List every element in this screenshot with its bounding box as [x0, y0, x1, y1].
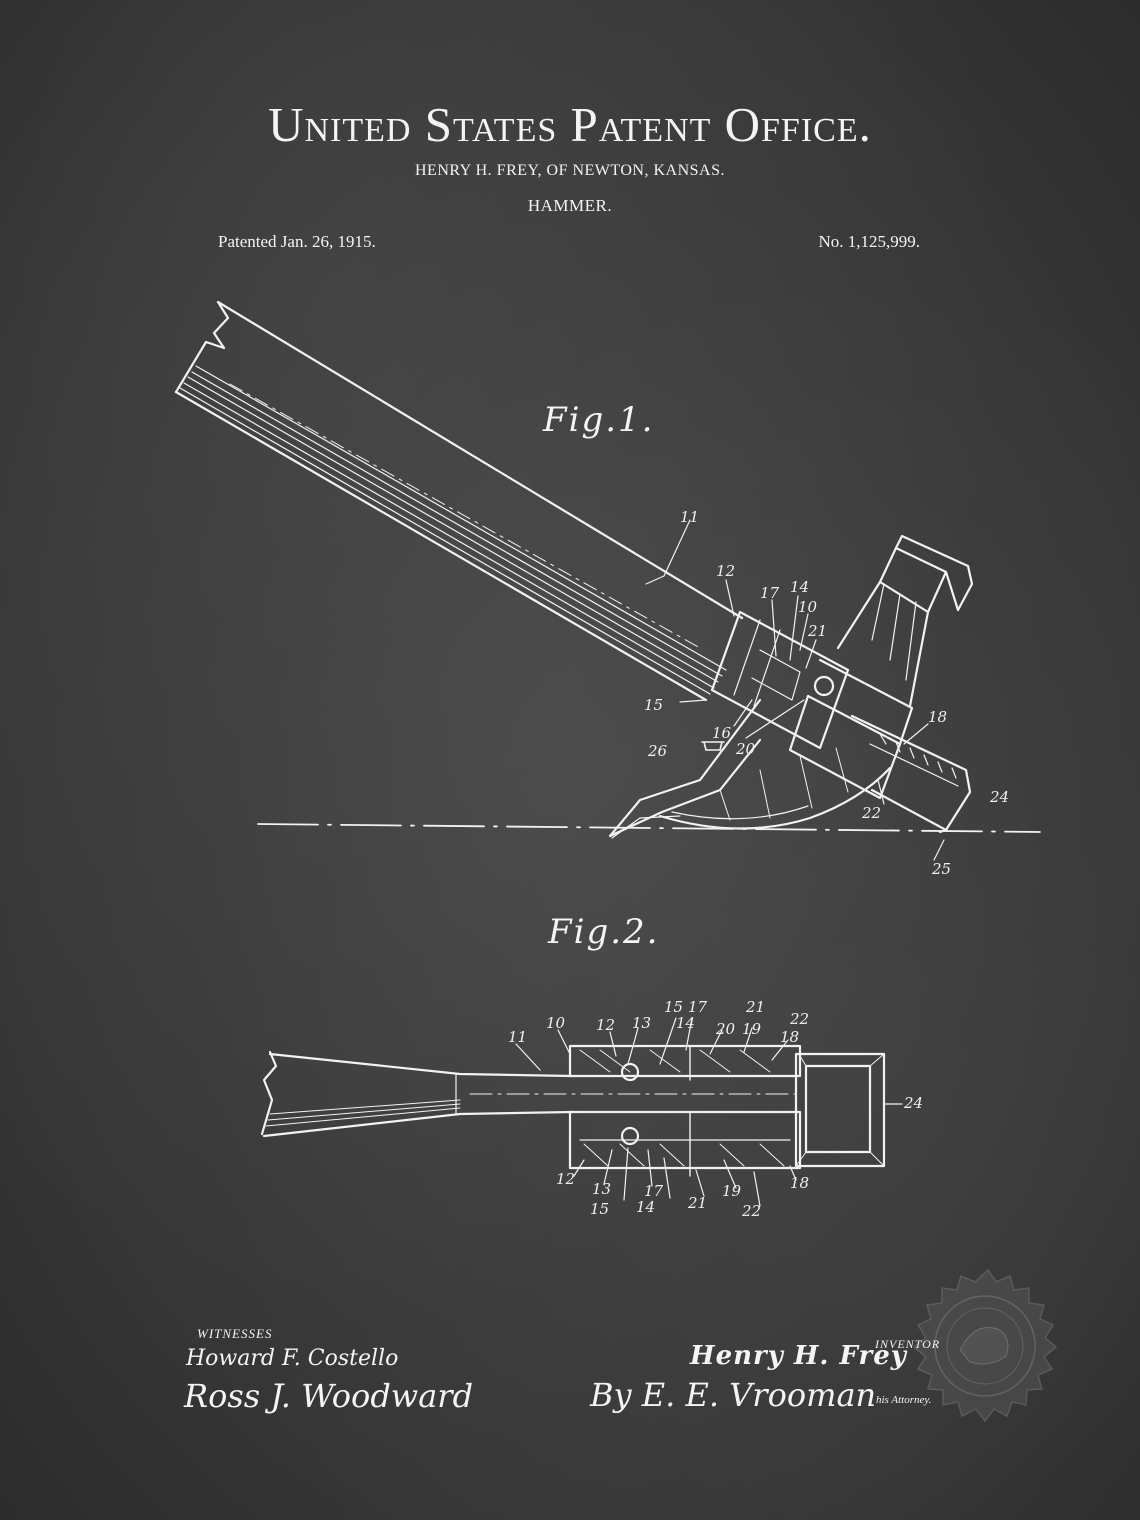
inventor-line: HENRY H. FREY, OF NEWTON, KANSAS. — [414, 162, 725, 179]
fig1-ref: 10 — [798, 598, 818, 616]
fig2-ref: 21 — [687, 1194, 707, 1212]
witness-1-signature: Howard F. Costello — [186, 1346, 399, 1371]
fig2-ref: 17 — [644, 1182, 664, 1200]
fig2-ref: 21 — [745, 998, 765, 1016]
patent-office-title: United States Patent Office. — [268, 97, 872, 152]
fig1-ref: 18 — [928, 708, 947, 726]
fig2-ref: 14 — [676, 1014, 695, 1032]
fig2-ref: 22 — [741, 1202, 761, 1220]
fig1-ref: 15 — [644, 696, 663, 714]
fig1-ref: 11 — [680, 508, 699, 526]
fig2-ref: 10 — [546, 1014, 566, 1032]
invention-name: HAMMER. — [527, 196, 613, 215]
patent-office-seal-icon — [912, 1268, 1058, 1423]
fig1-reference-numerals: 11 12 17 14 10 21 15 16 20 18 26 22 24 2… — [644, 508, 1009, 878]
fig1-ref: 25 — [931, 860, 951, 878]
fig1-label: Fig.1. — [543, 400, 655, 440]
fig2-hammer-section-drawing — [260, 1017, 903, 1207]
fig1-ref: 12 — [716, 562, 735, 580]
fig2-label: Fig.2. — [548, 912, 660, 952]
fig1-ref: 20 — [735, 740, 756, 758]
fig2-ref: 13 — [592, 1180, 611, 1198]
fig2-ref: 19 — [722, 1182, 742, 1200]
fig2-ref: 11 — [508, 1028, 527, 1046]
fig1-ref: 26 — [647, 742, 668, 760]
inventor-label: INVENTOR — [875, 1337, 941, 1351]
fig2-reference-numerals: 10 12 13 15 17 14 20 21 19 22 18 11 24 1… — [508, 998, 923, 1220]
fig2-ref: 12 — [596, 1016, 615, 1034]
fig2-ref: 22 — [789, 1010, 809, 1028]
fig1-ref: 16 — [712, 724, 732, 742]
fig1-ref: 24 — [989, 788, 1009, 806]
fig2-ref: 14 — [636, 1198, 655, 1216]
fig2-ref: 18 — [780, 1028, 799, 1046]
attorney-signature: By E. E. Vrooman — [590, 1376, 877, 1414]
fig1-hammer-drawing — [174, 300, 1041, 861]
fig2-ref: 12 — [556, 1170, 575, 1188]
fig1-ref: 22 — [861, 804, 881, 822]
fig2-ref: 24 — [903, 1094, 923, 1112]
fig1-ref: 21 — [807, 622, 827, 640]
patented-date: Patented Jan. 26, 1915. — [218, 232, 376, 251]
inventor-signature: Henry H. Frey — [690, 1341, 907, 1371]
fig2-ref: 19 — [742, 1020, 762, 1038]
fig1-ref: 14 — [790, 578, 809, 596]
fig2-ref: 17 — [688, 998, 708, 1016]
fig1-ref: 17 — [760, 584, 780, 602]
witnesses-label: WITNESSES — [197, 1326, 273, 1341]
fig2-ref: 15 — [590, 1200, 609, 1218]
witness-2-signature: Ross J. Woodward — [184, 1377, 474, 1415]
attorney-title: his Attorney. — [876, 1394, 932, 1406]
fig2-ref: 20 — [715, 1020, 736, 1038]
fig2-ref: 15 — [664, 998, 683, 1016]
fig2-ref: 18 — [790, 1174, 809, 1192]
patent-number: No. 1,125,999. — [818, 232, 920, 251]
fig2-ref: 13 — [632, 1014, 651, 1032]
